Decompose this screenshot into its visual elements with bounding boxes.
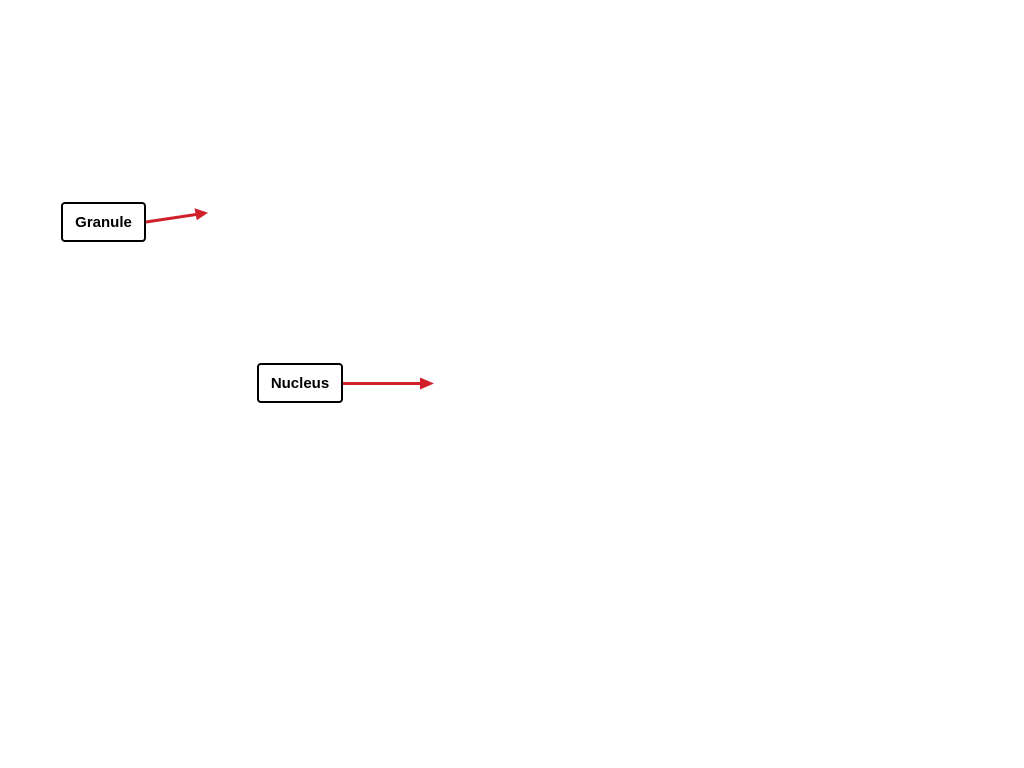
nucleus-pointer-arrow [343,377,434,390]
nucleus-label: Nucleus [257,363,343,403]
nucleus-label-text: Nucleus [270,374,330,392]
granule-label-text: Granule [75,213,132,231]
granule-label: Granule [61,202,146,242]
granule-pointer-arrow [145,208,208,224]
